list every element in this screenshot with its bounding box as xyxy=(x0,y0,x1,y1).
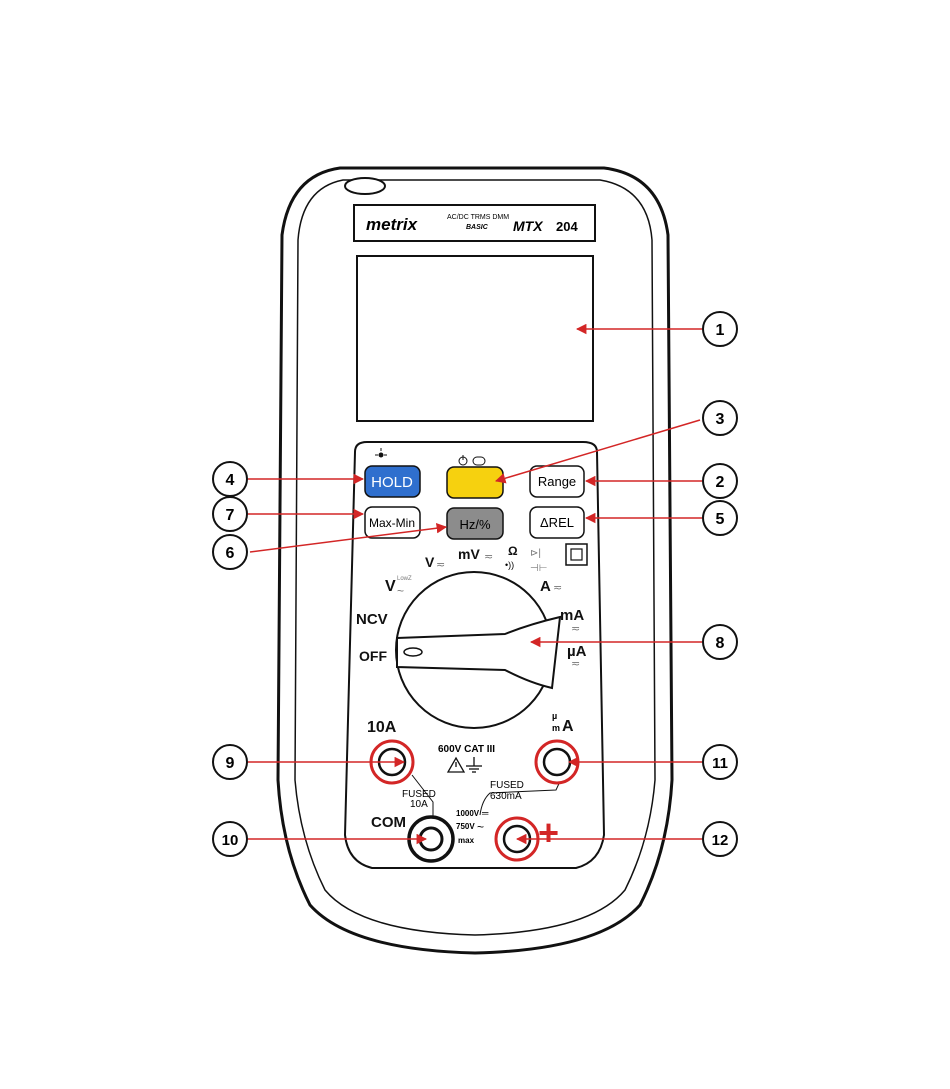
model-prefix: MTX xyxy=(513,218,544,234)
brand-strip: metrix AC/DC TRMS DMM BASIC MTX 204 xyxy=(354,205,595,241)
max-min-label: Max-Min xyxy=(369,516,415,530)
fuse-10a-line2: 10A xyxy=(410,799,428,810)
callout-11-number: 11 xyxy=(712,755,728,772)
callout-7: 7 xyxy=(213,497,247,531)
dial-label-v-lowz-ac: ~ xyxy=(397,584,404,598)
cat-rating: 600V CAT III xyxy=(438,744,495,755)
callout-3-number: 3 xyxy=(716,411,725,428)
callout-9-number: 9 xyxy=(226,755,235,772)
hold-button[interactable]: HOLD xyxy=(365,466,420,497)
dial-label-mv-acdc: ≂ xyxy=(484,551,493,563)
callout-10: 10 xyxy=(213,822,247,856)
dial-label-a-acdc: ≂ xyxy=(553,582,562,594)
ac-symbol-icon: ~ xyxy=(477,820,484,834)
dial-label-ma: mA xyxy=(560,607,584,624)
lanyard-hole xyxy=(345,178,385,194)
lcd-display xyxy=(357,256,593,421)
capacitor-icon: ⊣⊢ xyxy=(530,563,547,574)
terminal-milli-prefix: m xyxy=(552,723,560,733)
dial-label-v: V xyxy=(425,554,435,570)
callout-5-number: 5 xyxy=(716,511,725,528)
dial-label-ncv: NCV xyxy=(356,611,388,628)
dial-label-v-lowz: V xyxy=(385,578,396,595)
callout-2-number: 2 xyxy=(716,474,725,491)
double-insulation-icon xyxy=(566,544,587,565)
rel-label: ΔREL xyxy=(540,515,574,530)
callout-5: 5 xyxy=(703,501,737,535)
max-voltage-dc: 1000V xyxy=(456,809,480,818)
plus-sign: + xyxy=(538,812,559,853)
dial-label-off: OFF xyxy=(359,648,387,664)
terminal-10a-label: 10A xyxy=(367,719,397,736)
fuse-630ma-line1: FUSED xyxy=(490,780,524,791)
callout-1-number: 1 xyxy=(716,322,725,339)
model-number: 204 xyxy=(556,219,578,234)
terminal-com-label: COM xyxy=(371,814,406,831)
callout-4-number: 4 xyxy=(226,472,235,489)
callout-8: 8 xyxy=(703,625,737,659)
fuse-630ma-line2: 630mA xyxy=(490,791,522,802)
dial-label-lowz-sub: LowZ xyxy=(397,576,412,582)
dial-label-mv: mV xyxy=(458,546,480,562)
callout-12-number: 12 xyxy=(712,832,729,849)
hold-label: HOLD xyxy=(371,474,413,491)
callout-3: 3 xyxy=(703,401,737,435)
dial-label-ohm: Ω xyxy=(508,544,518,558)
callout-9: 9 xyxy=(213,745,247,779)
dial-label-ma-acdc: ≂ xyxy=(571,623,580,635)
brand-subtitle-line1: AC/DC TRMS DMM xyxy=(447,214,509,221)
callout-6-number: 6 xyxy=(226,545,235,562)
callout-10-number: 10 xyxy=(222,832,239,849)
rel-button[interactable]: ΔREL xyxy=(530,507,584,538)
terminal-ua-label: A xyxy=(562,718,574,735)
callout-12: 12 xyxy=(703,822,737,856)
brand-subtitle-line2: BASIC xyxy=(466,224,489,231)
dial-label-v-acdc: ≂ xyxy=(436,559,445,571)
callout-2: 2 xyxy=(703,464,737,498)
callout-1: 1 xyxy=(703,312,737,346)
dc-symbol-icon: ═ xyxy=(481,808,489,818)
power-button[interactable] xyxy=(447,467,503,498)
terminal-micro-prefix: µ xyxy=(552,711,557,721)
range-label: Range xyxy=(538,474,576,489)
callout-4: 4 xyxy=(213,462,247,496)
hz-label: Hz/% xyxy=(459,517,491,532)
continuity-icon: •)) xyxy=(505,560,514,570)
brand-logo: metrix xyxy=(366,215,419,234)
callout-8-number: 8 xyxy=(716,635,725,652)
dial-label-a: A xyxy=(540,578,551,595)
dial-label-ua-acdc: ≂ xyxy=(571,658,580,670)
hz-button[interactable]: Hz/% xyxy=(447,508,503,539)
callout-7-number: 7 xyxy=(226,507,235,524)
max-voltage-ac: 750V xyxy=(456,822,475,831)
range-button[interactable]: Range xyxy=(530,466,584,497)
max-label: max xyxy=(458,836,475,845)
callout-11: 11 xyxy=(703,745,737,779)
diode-icon: ⊳| xyxy=(530,548,541,559)
callout-6: 6 xyxy=(213,535,247,569)
